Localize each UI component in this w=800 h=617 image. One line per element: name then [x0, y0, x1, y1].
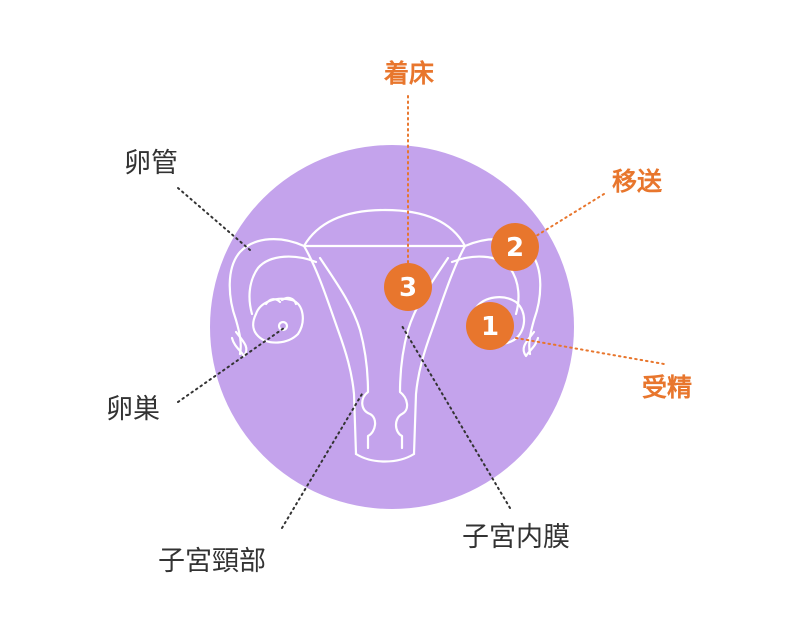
uterus-outer-left — [302, 244, 358, 456]
leader-ovary — [177, 327, 285, 403]
step-3-number: 3 — [399, 273, 417, 303]
step-2-number: 2 — [506, 233, 524, 263]
label-implantation: 着床 — [383, 59, 434, 88]
step-3-circle — [384, 263, 432, 311]
step-marker-3: 3 — [384, 263, 432, 311]
label-transport: 移送 — [612, 167, 662, 196]
step-1-circle — [466, 302, 514, 350]
ovary-left-bumps — [264, 296, 298, 306]
anatomy-leaders — [177, 187, 511, 529]
cervix-bottom — [354, 452, 416, 463]
cavity-left — [318, 256, 377, 450]
tube-left-inner — [248, 255, 318, 316]
leader-fallopian-tube — [177, 187, 251, 251]
step-marker-1: 1 — [466, 302, 514, 350]
step-2-circle — [491, 223, 539, 271]
background-circle — [210, 145, 574, 509]
ovary-left — [252, 297, 304, 344]
label-ovary: 卵巣 — [106, 394, 160, 425]
fimbriae-left — [230, 330, 248, 358]
label-cervix: 子宮頸部 — [158, 546, 266, 577]
leader-cervix — [281, 393, 363, 529]
step-marker-2: 2 — [491, 223, 539, 271]
step-1-number: 1 — [481, 312, 499, 342]
uterus-outer-right — [412, 244, 467, 456]
leader-endometrium — [401, 325, 511, 509]
uterus-fundus — [302, 208, 467, 248]
process-leaders — [407, 95, 665, 365]
label-fallopian-tube: 卵管 — [124, 148, 178, 179]
label-endometrium: 子宮内膜 — [462, 522, 570, 553]
leader-transport — [535, 193, 605, 237]
label-fertilization: 受精 — [642, 373, 692, 402]
ovary-left-follicle — [277, 320, 289, 332]
